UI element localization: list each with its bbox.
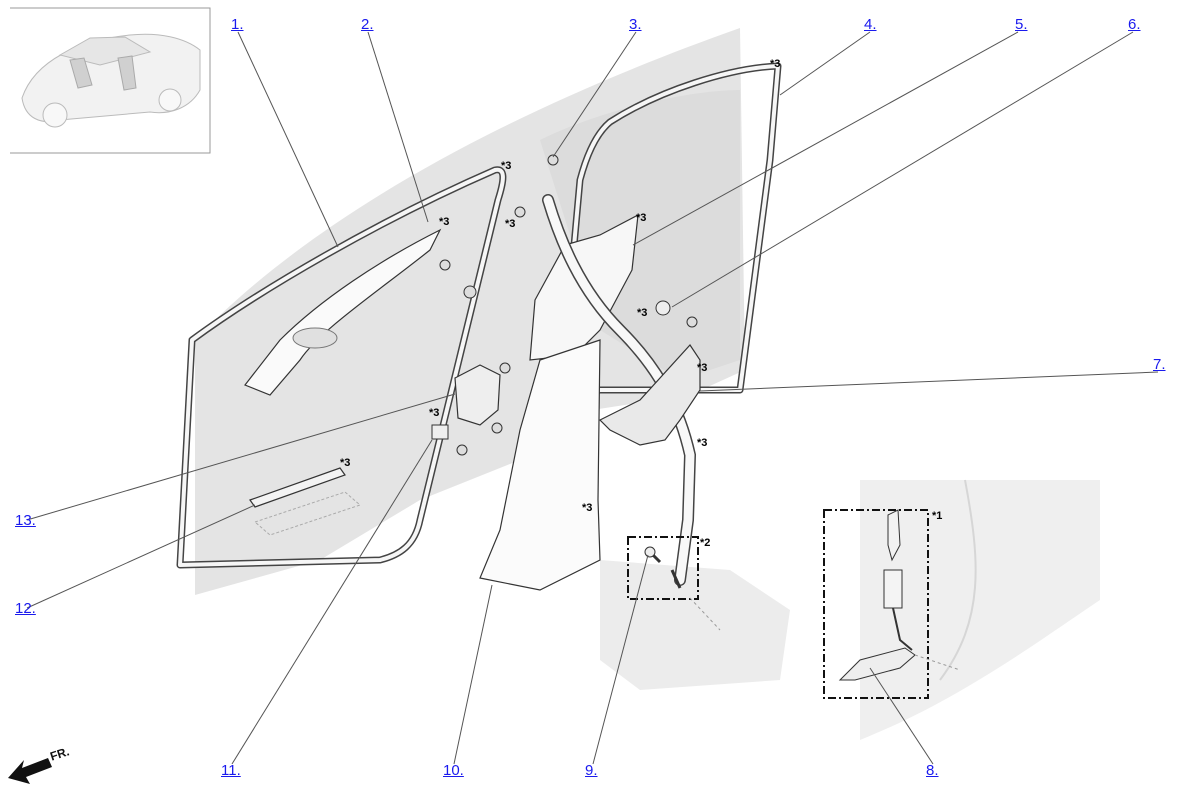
callout-5[interactable]: 5.	[1015, 16, 1028, 33]
note-star2: *2	[700, 537, 711, 549]
callout-4[interactable]: 4.	[864, 16, 877, 33]
callout-3[interactable]: 3.	[629, 16, 642, 33]
vehicle-locator-thumbnail	[10, 7, 211, 154]
front-direction-arrow	[8, 758, 52, 784]
callout-12[interactable]: 12.	[15, 600, 36, 617]
detail-box-2	[627, 536, 699, 600]
note-star3: *3	[770, 58, 781, 70]
note-star3: *3	[697, 437, 708, 449]
callout-2[interactable]: 2.	[361, 16, 374, 33]
callout-1[interactable]: 1.	[231, 16, 244, 33]
note-star3: *3	[439, 216, 450, 228]
callout-11[interactable]: 11.	[221, 762, 241, 779]
leader-lines	[26, 31, 1159, 765]
anchor-bolt	[655, 300, 671, 316]
front-door-scuff-plate	[249, 467, 346, 508]
front-seat-belt-retractor	[454, 364, 501, 426]
front-seat-belt-anchor-cover	[598, 344, 701, 446]
note-star1: *1	[932, 510, 943, 522]
clip-part	[431, 424, 449, 440]
callout-13[interactable]: 13.	[15, 512, 36, 529]
note-star3: *3	[501, 160, 512, 172]
note-star3: *3	[637, 307, 648, 319]
callout-8[interactable]: 8.	[926, 762, 939, 779]
callout-9[interactable]: 9.	[585, 762, 598, 779]
note-star3: *3	[429, 407, 440, 419]
note-star3: *3	[340, 457, 351, 469]
center-pillar-lower-garnish	[479, 339, 601, 591]
note-star3: *3	[582, 502, 593, 514]
note-star3: *3	[505, 218, 516, 230]
callout-6[interactable]: 6.	[1128, 16, 1141, 33]
note-star3: *3	[697, 362, 708, 374]
callout-7[interactable]: 7.	[1153, 356, 1166, 373]
detail-box-1	[823, 509, 929, 699]
body-panel-background	[195, 28, 1100, 740]
callout-10[interactable]: 10.	[443, 762, 464, 779]
note-star3: *3	[636, 212, 647, 224]
